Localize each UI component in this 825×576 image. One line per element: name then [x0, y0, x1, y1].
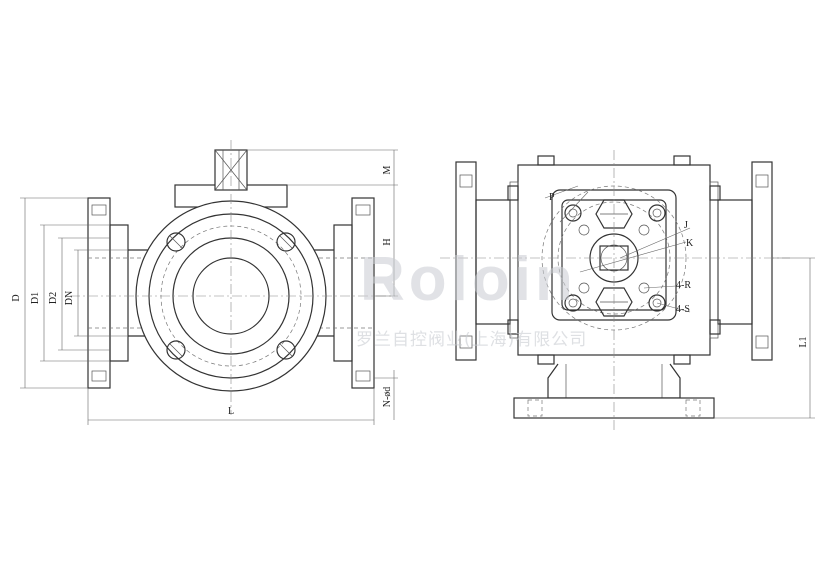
watermark: Roloin 罗兰自控阀业(上海)有限公司 [356, 245, 587, 350]
watermark-brand: Roloin [360, 245, 577, 314]
side-right-hub [717, 199, 753, 325]
left-flange [87, 197, 111, 389]
diameter-dimensions [20, 197, 128, 389]
pad-bolts [564, 204, 666, 312]
label-K: K [686, 238, 694, 249]
label-J: J [684, 220, 688, 231]
label-H: H [382, 238, 393, 245]
hex-nut-top [595, 199, 633, 229]
label-P: P [549, 192, 555, 203]
watermark-company: 罗兰自控阀业(上海)有限公司 [356, 330, 587, 350]
left-flange-hub [109, 224, 129, 362]
label-L1: L1 [798, 336, 809, 347]
side-right-flange [751, 161, 773, 361]
label-DN: DN [64, 291, 75, 305]
label-4-R: 4-R [676, 280, 691, 291]
side-view: P J K 4-R 4-S L1 [440, 150, 815, 430]
label-4-S: 4-S [676, 304, 690, 315]
right-flange-hub [333, 224, 353, 362]
label-N-d: N-ød [382, 387, 393, 408]
front-view: D D1 D2 DN L M H N-ød [11, 140, 398, 425]
label-D1: D1 [30, 292, 41, 304]
label-D: D [11, 294, 22, 301]
label-L: L [228, 406, 234, 417]
hex-nut-bottom [595, 287, 633, 317]
label-M: M [382, 165, 393, 174]
label-D2: D2 [48, 292, 59, 304]
body-bolts [166, 232, 296, 360]
